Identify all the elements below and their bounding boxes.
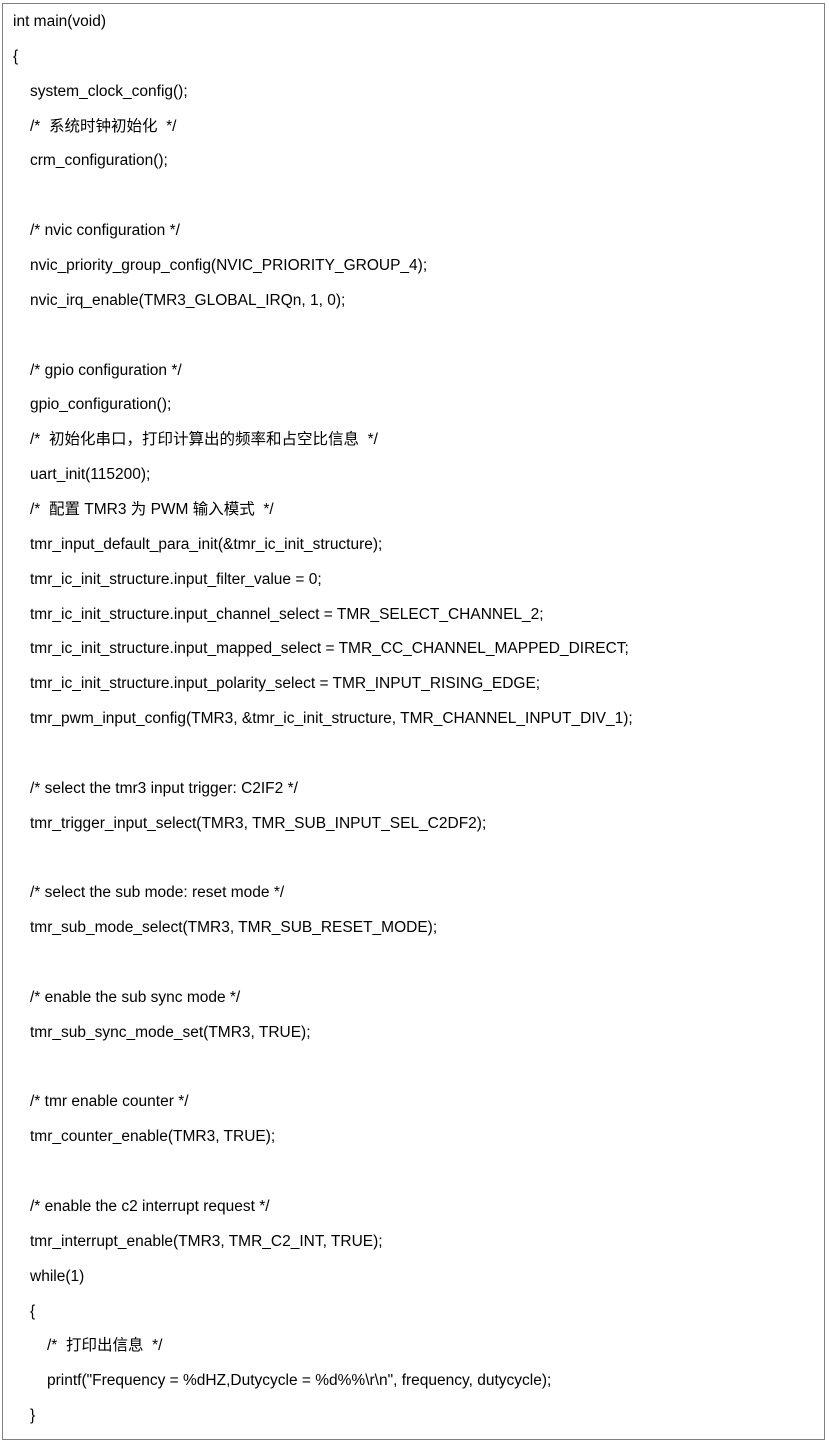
code-line: tmr_sub_mode_select(TMR3, TMR_SUB_RESET_… [30, 919, 438, 937]
code-line: /* tmr enable counter */ [30, 1093, 189, 1111]
code-line: gpio_configuration(); [30, 396, 172, 414]
code-line: tmr_sub_sync_mode_set(TMR3, TRUE); [30, 1023, 311, 1041]
code-line: tmr_ic_init_structure.input_filter_value… [30, 570, 322, 588]
code-line: /* 系统时钟初始化 */ [30, 117, 177, 135]
code-line: uart_init(115200); [30, 466, 151, 484]
code-line: /* select the sub mode: reset mode */ [30, 884, 285, 902]
code-line: } [30, 1407, 36, 1424]
code-line: tmr_pwm_input_config(TMR3, &tmr_ic_init_… [30, 710, 633, 727]
code-line: nvic_priority_group_config(NVIC_PRIORITY… [30, 257, 428, 274]
code-line: /* 打印出信息 */ [47, 1337, 163, 1355]
code-line: { [30, 1302, 36, 1320]
code-line: tmr_interrupt_enable(TMR3, TMR_C2_INT, T… [30, 1232, 383, 1250]
code-line: tmr_trigger_input_select(TMR3, TMR_SUB_I… [30, 814, 487, 832]
code-line: { [13, 47, 19, 65]
code-line: crm_configuration(); [30, 152, 168, 170]
code-line: nvic_irq_enable(TMR3_GLOBAL_IRQn, 1, 0); [30, 291, 346, 309]
code-line: int main(void) [13, 13, 107, 30]
code-line: /* gpio configuration */ [30, 361, 182, 379]
code-line: tmr_input_default_para_init(&tmr_ic_init… [30, 535, 383, 553]
code-line: /* select the tmr3 input trigger: C2IF2 … [30, 779, 298, 797]
code-line: system_clock_config(); [30, 82, 188, 100]
code-line: tmr_counter_enable(TMR3, TRUE); [30, 1128, 276, 1146]
code-line: printf("Frequency = %dHZ,Dutycycle = %d%… [47, 1372, 552, 1390]
code-line: /* 配置 TMR3 为 PWM 输入模式 */ [30, 500, 274, 518]
code-line: /* enable the sub sync mode */ [30, 988, 241, 1006]
code-line: tmr_ic_init_structure.input_polarity_sel… [30, 675, 541, 693]
code-line: /* enable the c2 interrupt request */ [30, 1197, 270, 1215]
code-line: while(1) [30, 1267, 85, 1285]
code-line: tmr_ic_init_structure.input_mapped_selec… [30, 640, 629, 658]
code-listing: int main(void) { system_clock_config(); /* … [2, 3, 825, 1440]
code-line: /* 初始化串口，打印计算出的频率和占空比信息 */ [30, 431, 378, 449]
code-line: /* nvic configuration */ [30, 222, 180, 240]
code-line: tmr_ic_init_structure.input_channel_sele… [30, 605, 544, 623]
